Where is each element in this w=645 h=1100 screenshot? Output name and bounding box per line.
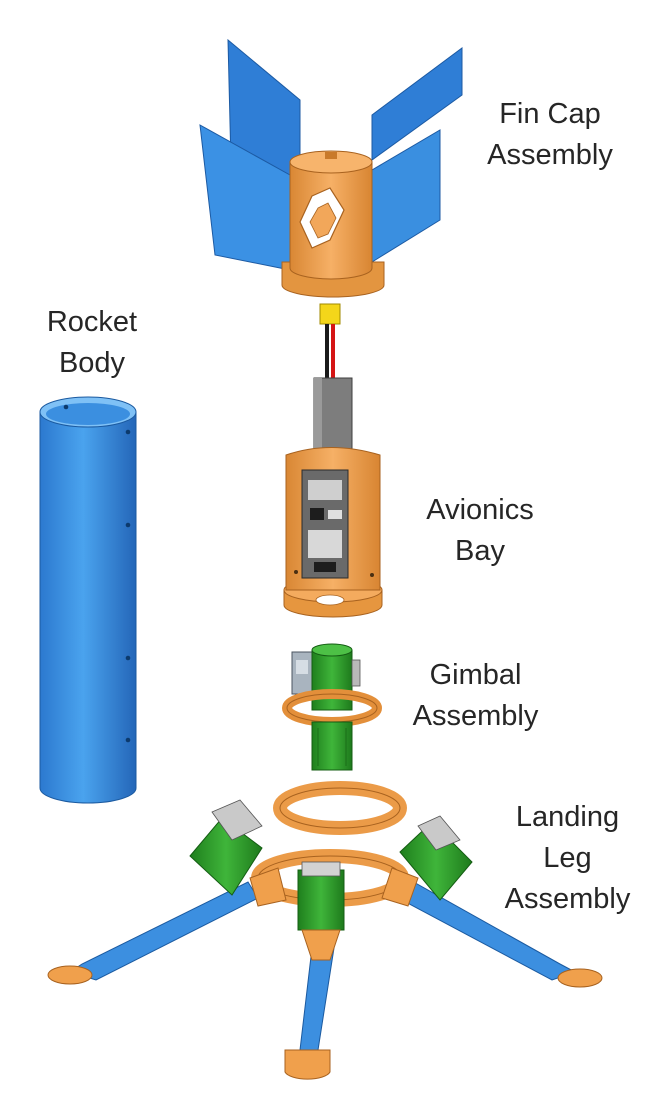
leg-servo-right (399, 821, 473, 901)
landing-leg-assembly (47, 781, 603, 1080)
gimbal-assembly (282, 643, 382, 771)
fin-cap-notch (325, 152, 337, 159)
gimbal-motor (311, 649, 353, 711)
battery-assembly (313, 303, 353, 459)
label-landing-leg-assembly: Landing Leg Assembly (490, 797, 645, 920)
foot-front (284, 1049, 331, 1080)
label-fin-cap-assembly: Fin Cap Assembly (470, 94, 630, 176)
connector-yellow (319, 303, 341, 325)
label-gimbal-line1: Gimbal (429, 659, 522, 691)
label-gimbal-line2: Assembly (412, 700, 539, 732)
rocket-body (39, 396, 137, 804)
label-rocket-body: Rocket Body (22, 302, 162, 384)
label-gimbal-assembly: Gimbal Assembly (398, 655, 553, 737)
avionics-bay (283, 447, 383, 618)
wire-black (325, 324, 329, 379)
fin-back-right (371, 47, 463, 161)
label-rocket-body-line1: Rocket (46, 306, 138, 338)
foot-right (557, 968, 603, 988)
foot-left (47, 965, 93, 985)
gimbal-lower-motor (311, 721, 353, 771)
rocket-body-tube (39, 411, 137, 804)
label-landing-line1: Landing (515, 801, 620, 833)
label-avionics-bay: Avionics Bay (410, 490, 550, 572)
leg-front (299, 947, 335, 1051)
label-avionics-bay-line1: Avionics (426, 494, 534, 526)
fin-cap-assembly (199, 38, 463, 298)
label-avionics-bay-line2: Bay (455, 535, 505, 567)
label-landing-line3: Assembly (504, 883, 631, 915)
leg-servo-left (189, 817, 263, 896)
label-fin-cap-line2: Assembly (487, 139, 613, 171)
leg-left (68, 881, 259, 981)
fin-cap-top (289, 150, 373, 174)
wire-red (331, 324, 335, 379)
label-landing-line2: Leg (543, 842, 592, 874)
label-fin-cap-line1: Fin Cap (499, 98, 601, 130)
label-rocket-body-line2: Body (58, 347, 126, 379)
leg-servo-front (297, 869, 345, 931)
